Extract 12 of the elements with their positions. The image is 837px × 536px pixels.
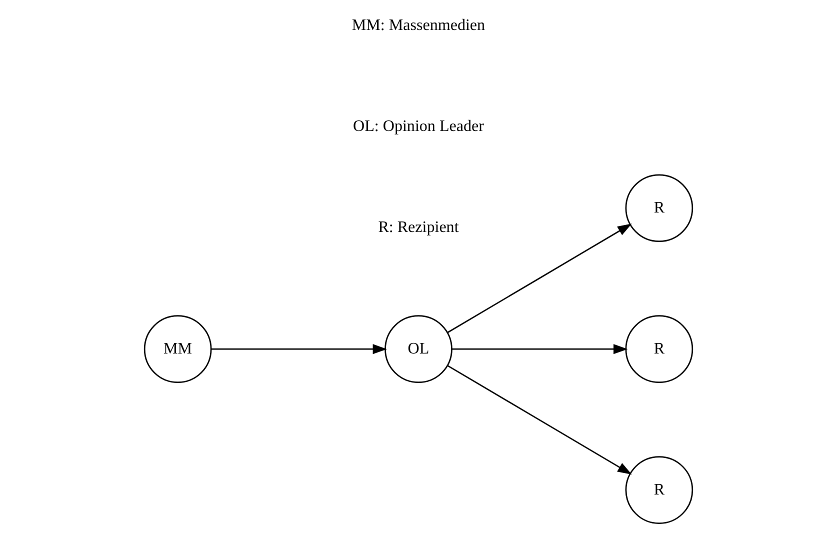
arrow — [211, 344, 388, 354]
arrow — [452, 344, 628, 354]
node-circle: OL — [384, 315, 452, 384]
label: R: Rezipient — [378, 218, 459, 236]
arrow — [447, 224, 632, 334]
node-circle: MM — [144, 315, 212, 384]
label: MM: Massenmedien — [352, 17, 486, 34]
label: OL: Opinion Leader — [353, 118, 484, 135]
node-circle: R — [625, 315, 694, 384]
node-circle: R — [625, 456, 694, 524]
arrow — [447, 364, 632, 475]
node-circle: R — [625, 174, 694, 242]
